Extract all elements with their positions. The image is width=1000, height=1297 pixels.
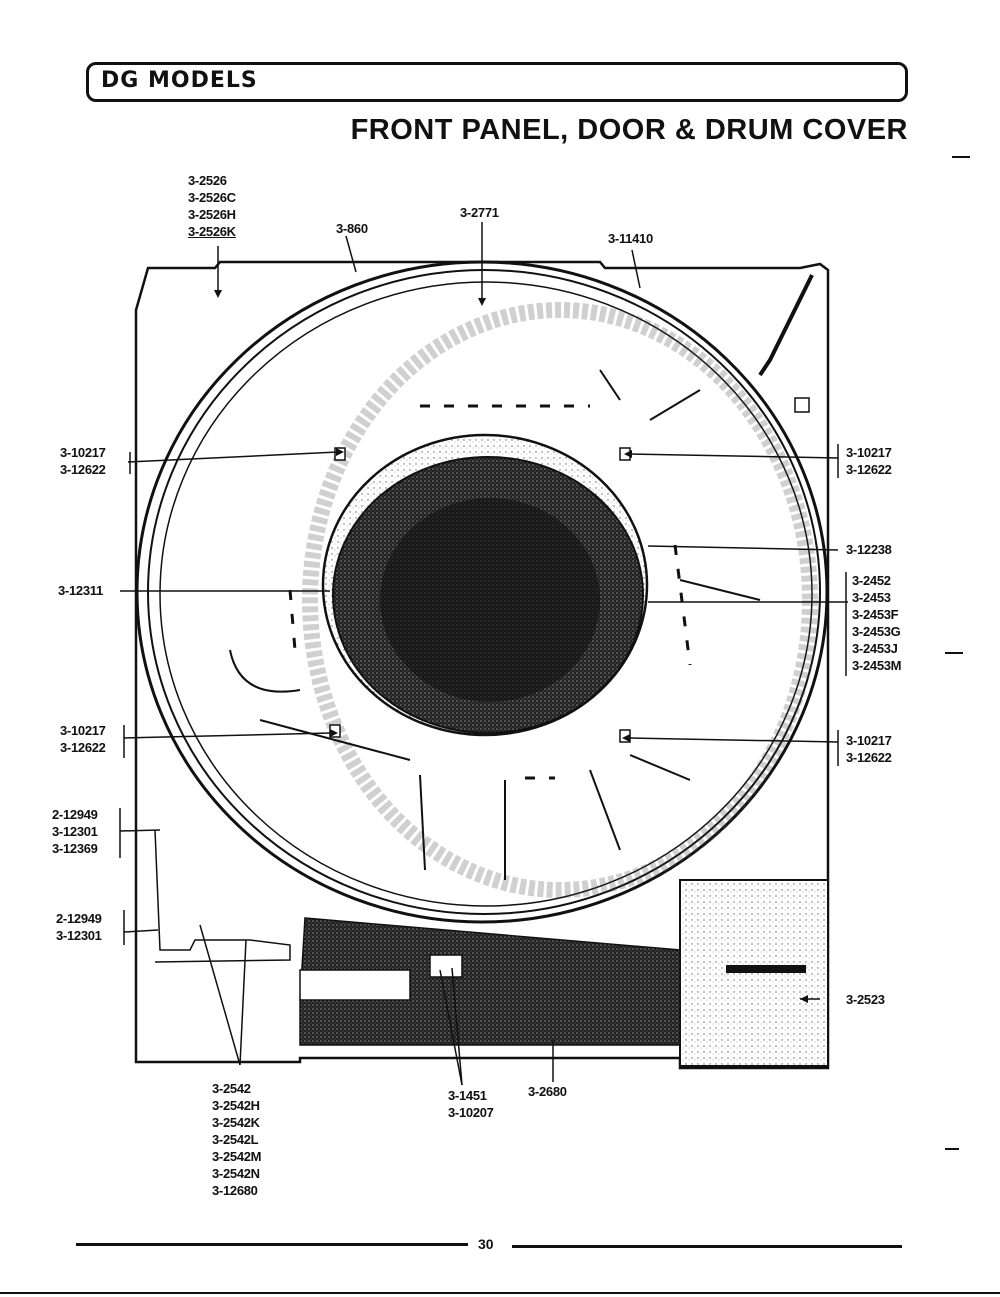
callout-label: 3-12622 — [846, 750, 892, 765]
leader-lines — [119, 222, 848, 1086]
margin-mark — [945, 1148, 959, 1150]
callout-switch-group: 3-1451 3-10207 — [448, 1087, 494, 1121]
callout-label: 2-12949 — [56, 911, 102, 926]
drum-cover-outer-ring-2 — [147, 269, 821, 915]
page-title: FRONT PANEL, DOOR & DRUM COVER — [350, 114, 908, 146]
drum-cover-shadow — [302, 302, 818, 898]
callout-label: 3-2526 — [188, 173, 227, 188]
callout-label: 3-2542 — [212, 1081, 251, 1096]
leader-arrowheads — [214, 290, 808, 1003]
callout-label: 3-12622 — [846, 462, 892, 477]
callout-label: 3-2542K — [212, 1115, 260, 1130]
callout-label: 3-2453 — [852, 590, 891, 605]
drum-cover-dashes — [288, 404, 692, 780]
margin-mark — [945, 652, 963, 654]
callout-left-bracket-lower: 2-12949 3-12301 — [56, 910, 102, 944]
callout-label: 3-12622 — [60, 462, 106, 477]
hinge-block — [794, 397, 810, 413]
callout-top-left-group: 3-2526 3-2526C 3-2526H 3-2526K — [188, 172, 236, 240]
callout-label: 3-12301 — [52, 824, 98, 839]
callout-label: 3-10217 — [60, 445, 106, 460]
callout-label: 3-2542L — [212, 1132, 259, 1147]
callout-door-ring-right: 3-12238 — [846, 542, 892, 557]
callout-label: 3-12680 — [212, 1183, 258, 1198]
drum-cover-outer-ring-3 — [159, 281, 813, 907]
callout-left-lower-clip: 3-10217 3-12622 — [60, 722, 106, 756]
callout-ring: 3-860 — [336, 221, 368, 236]
footer-rule-right — [512, 1245, 902, 1248]
callout-label: 3-12369 — [52, 841, 98, 856]
callout-label: 3-10217 — [846, 733, 892, 748]
right-lower-panel-slot — [726, 965, 806, 973]
callout-drum-cover: 3-2771 — [460, 205, 499, 220]
callout-seal: 3-11410 — [608, 231, 653, 246]
door-glass-center — [380, 498, 600, 702]
callout-label: 3-2452 — [852, 573, 891, 588]
callout-label: 2-12949 — [52, 807, 98, 822]
callout-right-upper-clip: 3-10217 3-12622 — [846, 444, 892, 478]
callout-label: 3-10217 — [846, 445, 892, 460]
callout-label: 3-12301 — [56, 928, 102, 943]
footer-rule-left — [76, 1243, 468, 1246]
margin-mark — [952, 156, 970, 158]
header-box: DG MODELS — [86, 62, 908, 102]
callout-label: 3-2453J — [852, 641, 898, 656]
callout-door-group: 3-2452 3-2453 3-2453F 3-2453G 3-2453J 3-… — [852, 572, 902, 674]
hinge-wire — [758, 274, 814, 377]
drum-cover-ribs — [229, 369, 761, 880]
callout-label: 3-2542H — [212, 1098, 260, 1113]
header-title: DG MODELS — [101, 68, 258, 93]
callout-left-bracket-upper: 2-12949 3-12301 3-12369 — [52, 806, 98, 857]
callout-label: 3-2526K — [188, 224, 236, 239]
callout-label: 3-2453M — [852, 658, 902, 673]
page-number: 30 — [478, 1236, 494, 1252]
bottom-edge-rule — [0, 1292, 1000, 1294]
callout-label: 3-1451 — [448, 1088, 487, 1103]
callout-label: 3-2526C — [188, 190, 236, 205]
callout-label: 3-2453F — [852, 607, 899, 622]
callout-label: 3-10217 — [60, 723, 106, 738]
callout-left-upper-clip: 3-10217 3-12622 — [60, 444, 106, 478]
callout-label: 3-2453G — [852, 624, 901, 639]
callout-label: 3-2526H — [188, 207, 236, 222]
callout-label: 3-2542N — [212, 1166, 260, 1181]
switch-box — [299, 969, 411, 1001]
callout-right-lower-clip: 3-10217 3-12622 — [846, 732, 892, 766]
bottom-bracket — [154, 829, 291, 963]
callout-label: 3-10207 — [448, 1105, 494, 1120]
callout-door-glass: 3-12311 — [58, 583, 103, 598]
callout-toe-panel: 3-2680 — [528, 1084, 567, 1099]
callout-label: 3-2542M — [212, 1149, 262, 1164]
callout-label: 3-12622 — [60, 740, 106, 755]
callout-bottom-panel-group: 3-2542 3-2542H 3-2542K 3-2542L 3-2542M 3… — [212, 1080, 262, 1199]
callout-right-panel: 3-2523 — [846, 992, 885, 1007]
switch — [429, 954, 463, 978]
